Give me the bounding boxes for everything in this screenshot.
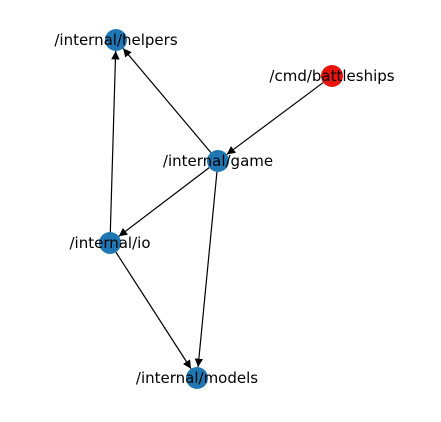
edge-game-to-helpers [122, 48, 212, 153]
node-label-io: /internal/io [69, 234, 150, 252]
edge-game-to-models [194, 171, 218, 368]
node-game [207, 150, 229, 172]
node-helpers [105, 29, 127, 51]
node-label-battleships: /cmd/battleships [269, 67, 394, 85]
edges-layer [109, 48, 324, 370]
node-label-models: /internal/models [136, 369, 258, 387]
node-io [99, 232, 121, 254]
node-label-helpers: /internal/helpers [54, 31, 177, 49]
nodes-layer [99, 29, 343, 389]
node-models [186, 367, 208, 389]
edge-battleships-to-game [226, 82, 324, 155]
labels-layer: /internal/helpers/cmd/battleships/intern… [54, 31, 394, 387]
edge-io-to-models [115, 251, 192, 370]
edge-game-to-io [118, 167, 210, 237]
node-label-game: /internal/game [163, 152, 273, 170]
node-battleships [321, 65, 343, 87]
edge-io-to-helpers [109, 50, 120, 233]
